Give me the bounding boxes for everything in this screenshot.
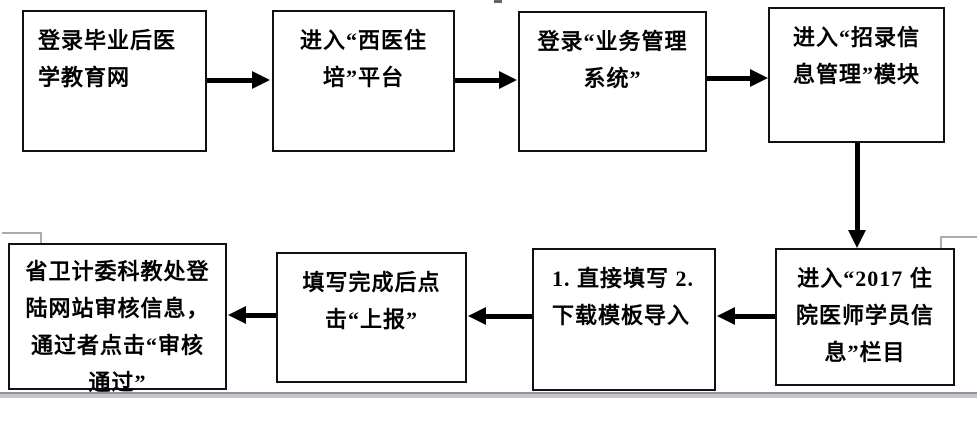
flow-step-7-click-submit: 填写完成后点 击“上报”	[276, 252, 467, 383]
anchor-corner-left-vertical	[40, 232, 42, 243]
arrow-shaft	[244, 313, 276, 318]
flow-step-5-enter-2017-student-info: 进入“2017 住 院医师学员信 息”栏目	[775, 248, 955, 386]
flow-step-1-login-education-site: 登录毕业后医 学教育网	[22, 10, 207, 152]
arrow-head-right-icon	[750, 69, 768, 87]
anchor-corner-left-horizontal	[2, 232, 42, 234]
arrow-head-left-icon	[468, 307, 486, 325]
arrow-shaft	[455, 78, 501, 83]
arrow-right-step3-to-step4	[707, 69, 768, 88]
top-edge-dash	[494, 0, 502, 3]
arrow-right-step2-to-step3	[455, 71, 517, 90]
flow-step-6-fill-or-import: 1. 直接填写 2. 下载模板导入	[532, 248, 716, 391]
arrow-shaft	[207, 78, 254, 83]
flow-step-8-review-approve: 省卫计委科教处登 陆网站审核信息， 通过者点击“审核 通过”	[8, 243, 227, 395]
arrow-left-step7-to-step8	[228, 306, 276, 325]
arrow-down-step4-to-step5	[848, 143, 867, 248]
arrow-left-step5-to-step6	[717, 307, 775, 326]
arrow-shaft	[733, 314, 775, 319]
arrow-shaft	[484, 314, 532, 319]
arrow-left-step6-to-step7	[468, 307, 532, 326]
arrow-head-left-icon	[228, 306, 246, 324]
arrow-head-left-icon	[717, 307, 735, 325]
arrow-shaft	[855, 143, 860, 230]
page-break-band	[0, 392, 977, 398]
flow-step-3-login-business-system: 登录“业务管理 系统”	[518, 11, 707, 152]
arrow-head-right-icon	[252, 71, 270, 89]
arrow-right-step1-to-step2	[207, 71, 270, 90]
flow-step-2-enter-residency-platform: 进入“西医住 培”平台	[272, 10, 455, 152]
flow-step-4-enter-recruitment-module: 进入“招录信 息管理”模块	[768, 7, 945, 143]
arrow-head-down-icon	[848, 230, 866, 248]
anchor-corner-right-vertical	[940, 236, 942, 252]
arrow-shaft	[707, 76, 752, 81]
anchor-corner-right-horizontal	[940, 236, 977, 238]
arrow-head-right-icon	[499, 71, 517, 89]
